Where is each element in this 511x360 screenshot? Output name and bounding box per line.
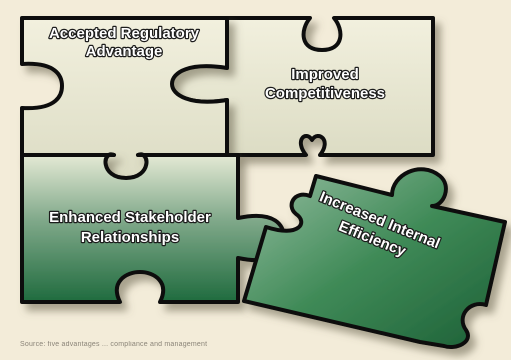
label-top-right-line1: Improved — [291, 66, 359, 83]
label-top-left-line2: Advantage — [86, 43, 163, 60]
label-top-left-line1: Accepted Regulatory — [49, 25, 200, 42]
source-caption: Source: five advantages ... compliance a… — [20, 341, 208, 348]
label-bottom-left-line1: Enhanced Stakeholder — [49, 209, 211, 226]
label-top-right-line2: Competitiveness — [265, 85, 385, 102]
label-top-left: Accepted Regulatory Advantage — [48, 24, 201, 61]
puzzle-piece-rotated — [242, 167, 507, 349]
label-bottom-left: Enhanced Stakeholder Relationships — [48, 208, 212, 247]
label-top-right: Improved Competitiveness — [264, 65, 386, 103]
label-bottom-left-line2: Relationships — [81, 229, 179, 246]
